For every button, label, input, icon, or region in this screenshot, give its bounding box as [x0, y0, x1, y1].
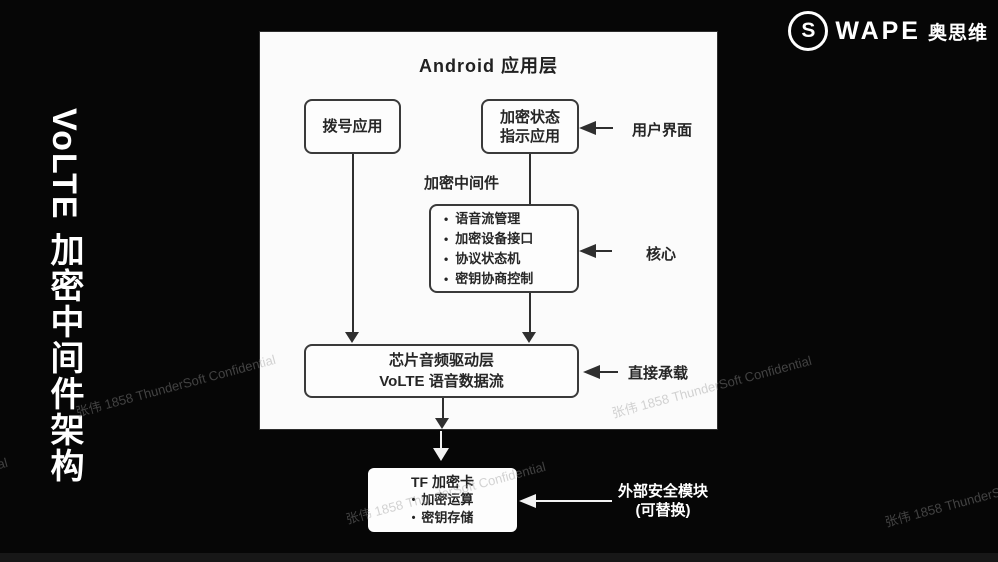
slide-title-vertical: VoLTE 加密中间件架构: [45, 108, 83, 485]
swape-logo-circle-icon: S: [788, 11, 829, 51]
core-functions-box: 语音流管理 加密设备接口 协议状态机 密钥协商控制: [429, 204, 579, 293]
bottom-strip: [0, 553, 998, 562]
status-indicator-line1: 加密状态: [499, 108, 560, 126]
annotation-line: [596, 250, 612, 252]
tf-card-item: 加密运算: [412, 491, 473, 509]
arrowhead-down-icon: [435, 418, 449, 429]
annotation-line: [536, 500, 612, 502]
external-module-line1: 外部安全模块: [617, 483, 708, 500]
connector-core-to-driver: [529, 293, 531, 332]
arrowhead-down-icon: [522, 332, 536, 343]
watermark: 张伟 1858 ThunderSoft Confidential: [74, 351, 278, 420]
connector-driver-to-panel-edge: [442, 398, 444, 419]
dialer-app-box: 拨号应用: [304, 99, 401, 154]
external-module-line2: (可替换): [635, 502, 691, 519]
arrowhead-left-icon: [579, 121, 596, 135]
android-layer-title: Android 应用层: [419, 56, 558, 76]
diagram-panel: Android 应用层 拨号应用 加密状态 指示应用 加密中间件 语音流管理 加…: [259, 31, 718, 430]
arrowhead-left-icon: [579, 244, 596, 258]
audio-driver-line1: 芯片音频驱动层: [388, 352, 494, 369]
tf-card-item: 密钥存储: [412, 509, 473, 527]
swape-logo: S WAPE 奥思维: [788, 11, 988, 51]
annotation-core: 核心: [646, 246, 677, 263]
core-item: 密钥协商控制: [444, 269, 533, 289]
arrowhead-down-icon: [433, 448, 449, 461]
watermark: 张伟 1858 ThunderSoft Confidential: [883, 462, 998, 530]
annotation-line: [600, 371, 618, 373]
core-item: 加密设备接口: [444, 229, 533, 249]
annotation-line: [596, 127, 613, 129]
audio-driver-line2: VoLTE 语音数据流: [379, 373, 504, 390]
tf-card-box: TF 加密卡 加密运算 密钥存储: [368, 468, 517, 532]
arrowhead-down-icon: [345, 332, 359, 343]
logo-latin-text: WAPE: [835, 16, 921, 45]
annotation-external-module: 外部安全模块 (可替换): [605, 482, 721, 520]
audio-driver-box: 芯片音频驱动层 VoLTE 语音数据流: [304, 344, 579, 398]
connector-dialer-to-driver: [352, 154, 354, 332]
logo-cjk-text: 奥思维: [927, 22, 988, 44]
connector-panel-to-tf: [440, 431, 442, 448]
tf-card-title: TF 加密卡: [411, 474, 474, 490]
arrowhead-left-icon: [519, 494, 536, 508]
status-indicator-box: 加密状态 指示应用: [481, 99, 579, 154]
core-item: 语音流管理: [444, 209, 520, 229]
logo-circle-letter: S: [801, 19, 816, 42]
middleware-label: 加密中间件: [424, 175, 500, 192]
core-item: 协议状态机: [444, 249, 520, 269]
arrowhead-left-icon: [583, 365, 600, 379]
watermark: 张伟 1858 ThunderSoft Confidential: [0, 454, 10, 523]
connector-status-to-core: [529, 154, 531, 204]
status-indicator-line2: 指示应用: [499, 127, 560, 145]
annotation-direct-bearer: 直接承载: [628, 365, 689, 382]
dialer-app-label: 拨号应用: [322, 118, 383, 135]
annotation-user-interface: 用户界面: [632, 122, 693, 139]
